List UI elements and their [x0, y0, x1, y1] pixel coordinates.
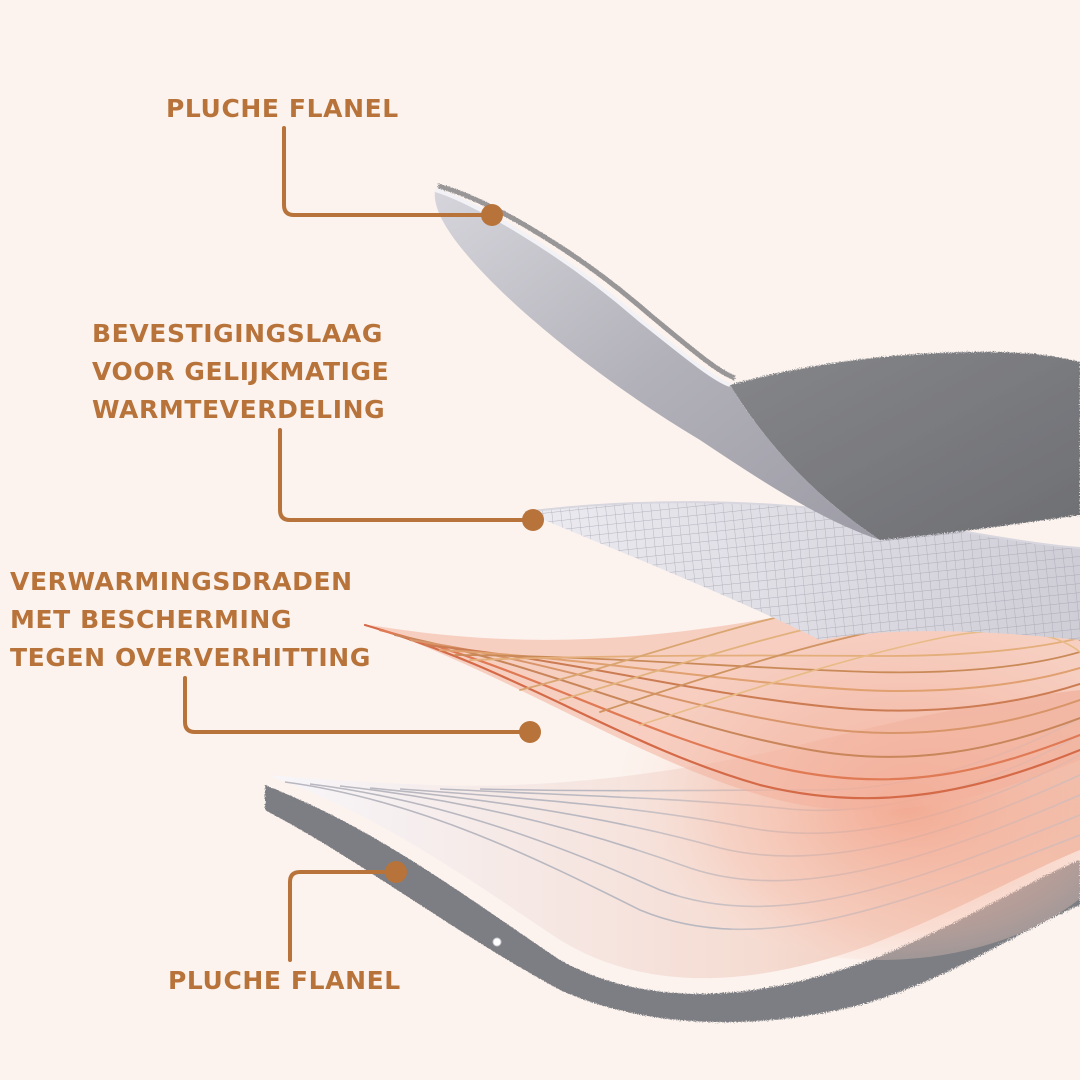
callout-dot-top-flannel [481, 204, 503, 226]
label-bottom-flannel: PLUCHE FLANEL [168, 962, 401, 1000]
callout-fixing-layer [280, 430, 533, 520]
label-heating-wires-line-3: TEGEN OVERVERHITTING [10, 639, 371, 677]
callout-dot-bottom-flannel [385, 861, 407, 883]
label-heating-wires-line-2: MET BESCHERMING [10, 601, 371, 639]
label-heating-wires: VERWARMINGSDRADEN MET BESCHERMING TEGEN … [10, 563, 371, 677]
callout-dot-heating-wires [519, 721, 541, 743]
top-flannel-layer [435, 186, 1080, 540]
label-fixing-layer-line-2: VOOR GELIJKMATIGE [92, 353, 389, 391]
label-fixing-layer-line-3: WARMTEVERDELING [92, 391, 389, 429]
callout-dot-fixing-layer [522, 509, 544, 531]
label-top-flannel-line-1: PLUCHE FLANEL [166, 90, 399, 128]
label-fixing-layer-line-1: BEVESTIGINGSLAAG [92, 315, 389, 353]
label-top-flannel: PLUCHE FLANEL [166, 90, 399, 128]
callout-heating-wires [185, 678, 530, 732]
label-fixing-layer: BEVESTIGINGSLAAG VOOR GELIJKMATIGE WARMT… [92, 315, 389, 429]
label-bottom-flannel-line-1: PLUCHE FLANEL [168, 962, 401, 1000]
callout-bottom-flannel [290, 872, 396, 960]
label-heating-wires-line-1: VERWARMINGSDRADEN [10, 563, 371, 601]
